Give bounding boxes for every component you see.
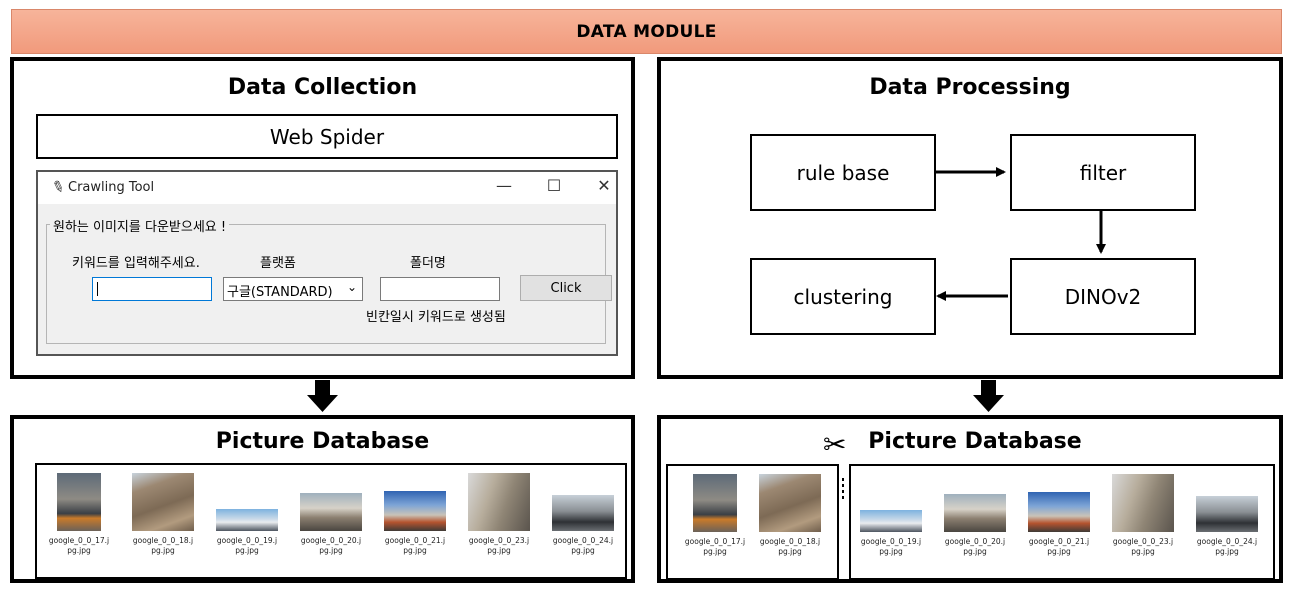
click-button[interactable]: Click — [520, 275, 612, 301]
thumbnail-image — [57, 473, 101, 531]
thumbnail-image — [759, 474, 821, 532]
text-caret — [97, 282, 98, 296]
folder-input[interactable] — [380, 277, 500, 301]
window-title: Crawling Tool — [68, 180, 155, 195]
folder-label: 폴더명 — [410, 256, 446, 271]
thumbnail-image — [132, 473, 194, 531]
thumbnail-image — [1028, 492, 1090, 532]
dinov2-node: DINOv2 — [1010, 258, 1196, 335]
minimize-button[interactable]: — — [496, 176, 512, 195]
data-collection-panel: Data Collection Web Spider ✎ Crawling To… — [10, 57, 635, 379]
window-titlebar: ✎ Crawling Tool — ☐ ✕ — [38, 172, 616, 204]
data-processing-panel: Data Processing rule base filter DINOv2 … — [657, 57, 1283, 379]
group-label: 원하는 이미지를 다운받으세요 ! — [50, 216, 230, 235]
scissors-icon: ✂ — [823, 428, 847, 461]
data-module-banner: DATA MODULE — [11, 9, 1282, 54]
filter-node: filter — [1010, 134, 1196, 211]
thumbnail-image — [468, 473, 530, 531]
keyword-label: 키워드를 입력해주세요. — [72, 256, 200, 271]
platform-select[interactable]: 구글(STANDARD) ⌄ — [223, 277, 363, 301]
down-arrow-left — [307, 380, 338, 412]
thumbnail-image — [1196, 496, 1258, 532]
platform-label: 플랫폼 — [260, 256, 296, 271]
close-button[interactable]: ✕ — [597, 176, 611, 195]
picture-database-right-title: Picture Database — [868, 429, 1082, 454]
picture-database-left-title: Picture Database — [215, 429, 430, 454]
thumbnail-image — [944, 494, 1006, 532]
thumbnail-image — [1112, 474, 1174, 532]
folder-hint: 빈칸일시 키워드로 생성됨 — [366, 310, 506, 325]
data-collection-title: Data Collection — [227, 75, 418, 100]
web-spider-label: Web Spider — [36, 114, 618, 159]
thumbnail-image — [216, 509, 278, 531]
thumbnail-image — [300, 493, 362, 531]
clustering-node: clustering — [750, 258, 936, 335]
maximize-button[interactable]: ☐ — [546, 176, 562, 195]
crawling-tool-window: ✎ Crawling Tool — ☐ ✕ 원하는 이미지를 다운받으세요 ! … — [36, 170, 618, 356]
data-processing-title: Data Processing — [869, 75, 1071, 100]
thumbnail-image — [552, 495, 614, 531]
thumbnail-image — [693, 474, 737, 532]
thumbnail-image — [384, 491, 446, 531]
keyword-input[interactable] — [92, 277, 212, 301]
platform-select-value: 구글(STANDARD) — [227, 285, 333, 300]
chevron-down-icon: ⌄ — [346, 280, 357, 294]
down-arrow-right — [973, 380, 1004, 412]
rule-base-node: rule base — [750, 134, 936, 211]
thumbnail-image — [860, 510, 922, 532]
